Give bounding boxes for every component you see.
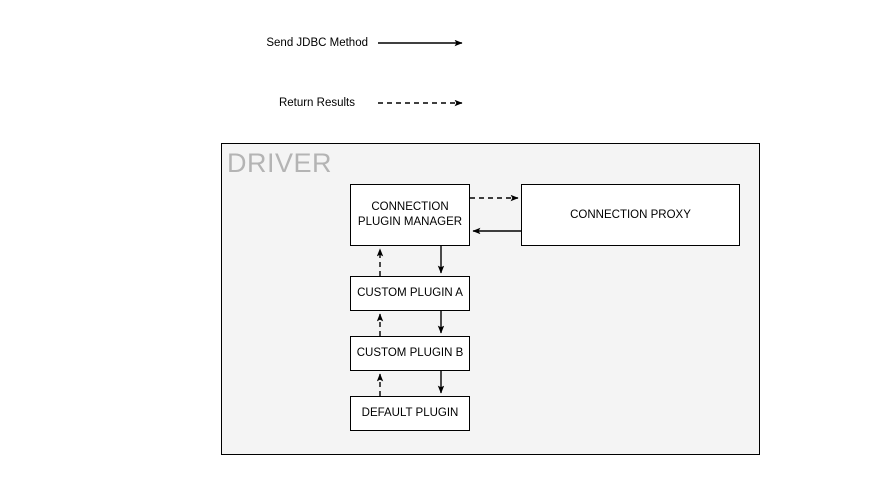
node-connection-proxy[interactable]: CONNECTION PROXY (521, 184, 740, 246)
node-connection-plugin-manager-label: CONNECTION PLUGIN MANAGER (357, 201, 463, 228)
node-connection-plugin-manager[interactable]: CONNECTION PLUGIN MANAGER (350, 184, 470, 246)
node-custom-plugin-b-label: CUSTOM PLUGIN B (356, 347, 464, 359)
node-connection-proxy-label: CONNECTION PROXY (570, 208, 691, 221)
node-custom-plugin-a[interactable]: CUSTOM PLUGIN A (350, 276, 470, 311)
driver-title: DRIVER (227, 148, 333, 178)
legend-return-results-label: Return Results (278, 97, 355, 109)
node-default-plugin-label: DEFAULT PLUGIN (361, 407, 459, 419)
node-custom-plugin-b[interactable]: CUSTOM PLUGIN B (350, 336, 470, 371)
node-custom-plugin-a-label: CUSTOM PLUGIN A (357, 287, 463, 299)
node-default-plugin[interactable]: DEFAULT PLUGIN (350, 396, 470, 431)
legend-send-jdbc-method-label: Send JDBC Method (266, 37, 368, 49)
